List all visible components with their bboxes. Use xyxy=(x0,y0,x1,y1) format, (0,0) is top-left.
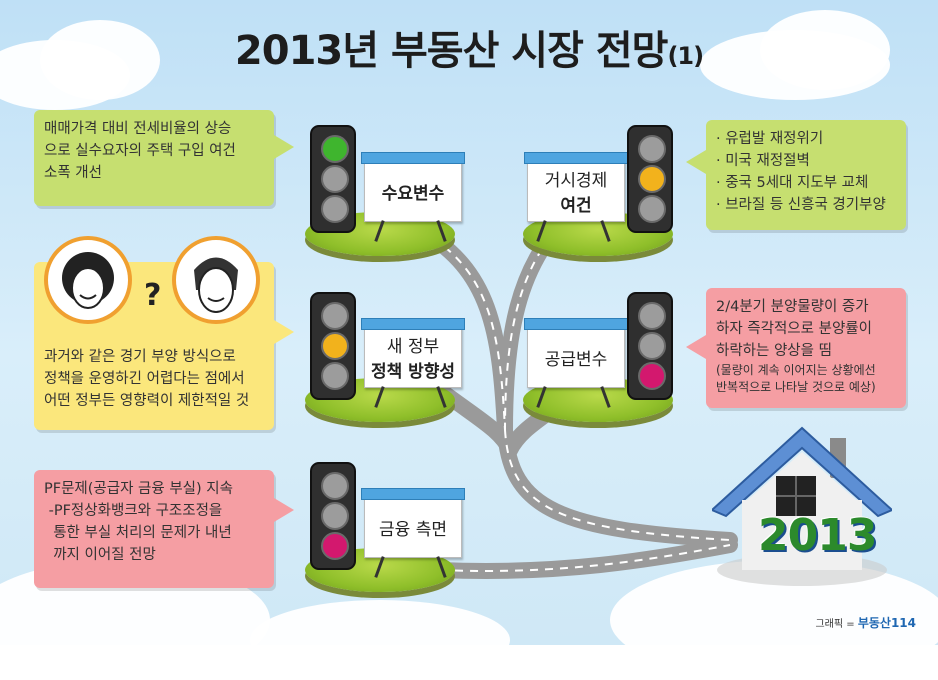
lamp-off-icon xyxy=(638,135,666,163)
yellow-lamp-icon xyxy=(321,332,349,360)
credit: 그래픽 = 부동산114 xyxy=(815,616,916,630)
traffic-light-policy xyxy=(310,292,356,400)
yellow-lamp-icon xyxy=(638,165,666,193)
sign-policy-line1: 새 정부 xyxy=(386,337,440,357)
macro-info-box: · 유럽발 재정위기 · 미국 재정절벽 · 중국 5세대 지도부 교체 · 브… xyxy=(706,120,906,230)
lamp-off-icon xyxy=(321,502,349,530)
question-mark: ? xyxy=(144,278,162,313)
sign-policy: 새 정부 정책 방향성 xyxy=(361,318,465,388)
title-suffix: (1) xyxy=(667,42,704,70)
sign-demand: 수요변수 xyxy=(361,152,465,222)
lamp-off-icon xyxy=(638,302,666,330)
red-lamp-icon xyxy=(321,532,349,560)
sign-macro-line1: 거시경제 xyxy=(544,171,608,191)
lamp-off-icon xyxy=(638,195,666,223)
traffic-light-finance xyxy=(310,462,356,570)
supply-info-box: 2/4분기 분양물량이 증가 하자 즉각적으로 분양률이 하락하는 양상을 띰 … xyxy=(706,288,906,408)
green-lamp-icon xyxy=(321,135,349,163)
traffic-light-supply xyxy=(627,292,673,400)
sign-finance: 금융 측면 xyxy=(361,488,465,558)
avatar-right xyxy=(172,236,260,324)
credit-brand: 부동산114 xyxy=(857,616,916,630)
house-icon xyxy=(712,426,892,586)
traffic-light-macro xyxy=(627,125,673,233)
sign-macro: 거시경제 여건 xyxy=(524,152,628,222)
cloud xyxy=(760,10,890,90)
avatar-left xyxy=(44,236,132,324)
sign-supply-label: 공급변수 xyxy=(544,349,608,370)
lamp-off-icon xyxy=(321,472,349,500)
demand-info-box: 매매가격 대비 전세비율의 상승 으로 실수요자의 주택 구입 여건 소폭 개선 xyxy=(34,110,274,206)
sign-finance-label: 금융 측면 xyxy=(379,519,447,540)
lamp-off-icon xyxy=(321,362,349,390)
sign-supply: 공급변수 xyxy=(524,318,628,388)
sign-policy-line2: 정책 방향성 xyxy=(370,362,456,382)
sign-macro-line2: 여건 xyxy=(560,196,592,216)
lamp-off-icon xyxy=(321,195,349,223)
page-title: 2013년 부동산 시장 전망(1) xyxy=(0,18,938,76)
red-lamp-icon xyxy=(638,362,666,390)
title-text: 2013년 부동산 시장 전망 xyxy=(234,28,669,74)
lamp-off-icon xyxy=(321,302,349,330)
lamp-off-icon xyxy=(321,165,349,193)
traffic-light-demand xyxy=(310,125,356,233)
house-year: 2013 xyxy=(758,510,877,561)
sign-demand-label: 수요변수 xyxy=(381,183,445,204)
cloud xyxy=(40,20,160,100)
finance-info-box: PF문제(공급자 금융 부실) 지속 -PF정상화뱅크와 구조조정을 통한 부실… xyxy=(34,470,274,588)
lamp-off-icon xyxy=(638,332,666,360)
